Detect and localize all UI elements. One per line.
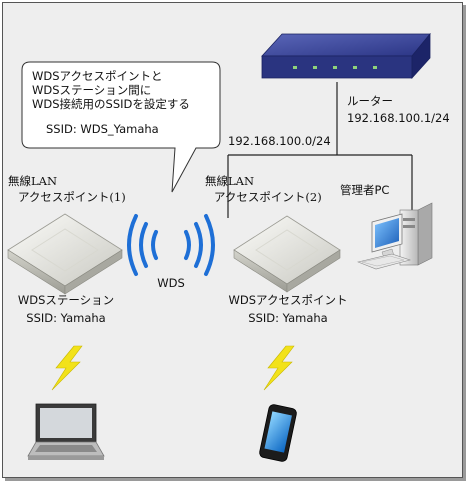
laptop-icon [27, 403, 105, 460]
router-device [261, 32, 431, 80]
callout-line-1: WDSアクセスポイントと [32, 69, 162, 83]
ap2-caption-2: アクセスポイント(2) [214, 190, 322, 204]
callout-ssid: SSID: WDS_Yamaha [46, 122, 159, 136]
ap1-device-icon [7, 213, 123, 295]
wireless-link-icons [51, 345, 295, 391]
router-top [261, 33, 431, 57]
ap1-caption-1: 無線LAN [8, 174, 57, 188]
smartphone-icon [259, 404, 297, 462]
callout-bubble [21, 61, 221, 193]
admin-pc-icon [356, 202, 433, 270]
ap2-role: WDSアクセスポイント [229, 293, 348, 307]
ap2-caption-1: 無線LAN [205, 174, 254, 188]
wds-wireless-icon [127, 214, 215, 276]
router-label: ルーター [347, 94, 393, 108]
callout-line-2: WDSステーション間に [32, 83, 151, 97]
wds-label: WDS [157, 276, 185, 290]
ap1-role: WDSステーション [18, 293, 114, 307]
ap2-ssid: SSID: Yamaha [248, 311, 327, 325]
ap1-caption-2: アクセスポイント(1) [18, 190, 126, 204]
ap1-ssid: SSID: Yamaha [26, 311, 105, 325]
router-leds [293, 66, 377, 69]
lightning-icon [51, 345, 83, 391]
ssid-callout: WDSアクセスポイントと WDSステーション間に WDS接続用のSSIDを設定す… [21, 61, 221, 193]
subnet-label: 192.168.100.0/24 [228, 134, 331, 148]
router-ip: 192.168.100.1/24 [347, 111, 450, 125]
lightning-icon [263, 345, 295, 391]
callout-line-3: WDS接続用のSSIDを設定する [32, 97, 190, 111]
admin-pc-label: 管理者PC [340, 183, 389, 197]
ap2-device-icon [233, 215, 341, 293]
router-side [411, 32, 431, 80]
network-lines [227, 82, 413, 222]
